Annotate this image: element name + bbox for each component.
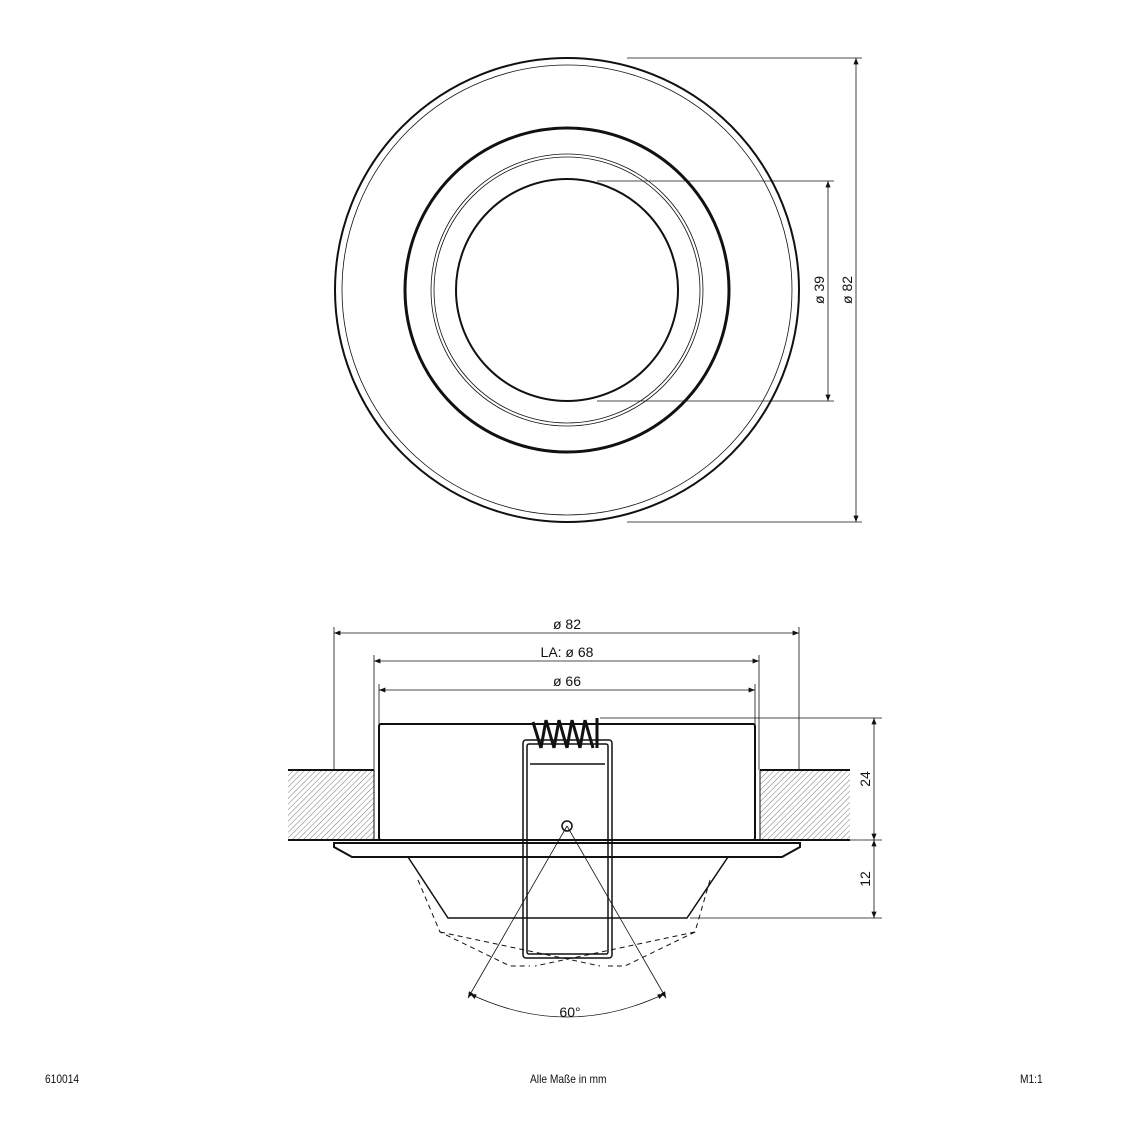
dimension-label-66: ø 66: [553, 673, 581, 689]
beam-line-right: [566, 825, 667, 999]
beam-line-left: [467, 825, 568, 999]
side-view: [288, 627, 882, 1018]
outer-rim: [334, 57, 800, 523]
ceiling-right: [760, 770, 850, 840]
scale-label: M1:1: [1020, 1072, 1043, 1086]
dimension-label-24: 24: [857, 771, 873, 787]
dimension-label-39: ø 39: [811, 276, 827, 304]
spring-clip: [522, 718, 613, 959]
units-note: Alle Maße in mm: [530, 1072, 607, 1086]
tilted-cone-outline: [417, 879, 711, 967]
tilt-angle-label: 60°: [559, 1004, 580, 1020]
dimension-label-12: 12: [857, 871, 873, 887]
dimension-label-82-side: ø 82: [553, 616, 581, 632]
angle-arc: [469, 993, 665, 1018]
ring-edge-1: [430, 153, 704, 427]
article-number: 610014: [45, 1072, 80, 1086]
dimension-label-68: LA: ø 68: [541, 644, 594, 660]
housing-body: [378, 723, 756, 841]
lamp-opening: [455, 178, 679, 402]
lamp-cone: [407, 856, 729, 919]
ring-edge-2: [433, 156, 701, 424]
rim-inner-edge: [341, 64, 793, 516]
bezel-ring: [403, 126, 731, 454]
ceiling-left: [288, 770, 374, 840]
dimension-label-82: ø 82: [839, 276, 855, 304]
bezel-flange: [333, 842, 801, 858]
top-view: [334, 57, 862, 523]
